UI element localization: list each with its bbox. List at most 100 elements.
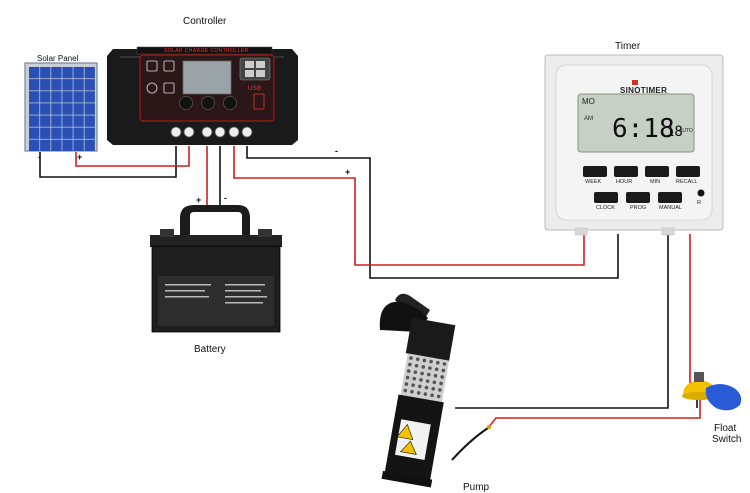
solar-cell [51,91,62,103]
timer-button-hour [614,166,638,177]
timer-button-min [645,166,669,177]
solar-cell [62,79,73,91]
pump-hole [411,383,415,388]
solar-cell [40,139,51,151]
controller-button-3 [223,96,237,110]
controller-indicator-icons [146,60,175,94]
solar-cell [84,79,95,91]
solar-cell [40,91,51,103]
float-switch-label-line1: Float [714,423,737,434]
solar-cell [29,115,40,127]
timer-button-manual-label: MANUAL [659,205,682,211]
solar-cell [84,127,95,139]
pump-intake-screen [400,353,450,403]
solar-cell [29,139,40,151]
wire-float-to-pump [487,397,701,429]
solar-cell [73,67,84,79]
solar-cell [51,127,62,139]
controller-button-1 [179,96,193,110]
battery-label-lines [165,284,267,304]
solar-cell [51,103,62,115]
timer-reset-button [697,189,705,197]
timer-reset-label: R [697,200,701,206]
pump-hole [413,370,418,375]
pump-hole [414,363,419,368]
pump-hole [440,375,444,379]
pump-hole [434,367,439,372]
controller-button-2 [201,96,215,110]
timer-button-prog-label: PROG [630,205,647,211]
pump-hole [419,378,423,382]
solar-cell [84,115,95,127]
timer-button-manual [658,192,682,203]
wire-load-negative [246,146,619,279]
timer-button-week [583,166,607,177]
usb-ports [239,57,271,81]
timer-button-prog [626,192,650,203]
solar-cell [40,79,51,91]
solar-cell [62,103,73,115]
pump-hole [431,386,435,391]
solar-cell [73,115,84,127]
controller-usb-text: USB [248,86,262,92]
pump-hole [430,393,434,398]
pump-hole [436,394,441,399]
wire-panel-negative [39,146,177,178]
timer-button-min-label: MIN [650,179,661,185]
timer-button-recall-label: RECALL [676,179,698,185]
solar-panel-positive-sign: + [77,152,83,162]
pump-hole [432,380,437,385]
timer-day: MO [582,97,595,106]
pump-hole [422,358,427,363]
pump-hole [435,360,440,365]
battery-negative-sign: - [224,193,227,203]
controller-terminals [170,126,253,138]
solar-cell [62,91,73,103]
pump-hole [426,372,431,377]
solar-cell [62,127,73,139]
pump-hole [442,362,447,366]
timer-lcd [577,93,695,153]
solar-cell [29,79,40,91]
pump-hole [421,365,426,369]
timer-period: AM [584,116,593,122]
submersible-pump [379,293,492,488]
solar-cell [84,67,95,79]
pump-hole [406,369,411,373]
solar-cell [51,115,62,127]
controller-lcd [182,60,232,95]
pump-hole [418,384,422,389]
solar-cell [40,103,51,115]
charge-controller [107,46,298,145]
timer-device [544,54,724,236]
solar-cell [40,127,51,139]
pump-hole [428,366,432,370]
solar-panel-label: Solar Panel [37,54,79,63]
pump-hole [424,385,429,390]
pump-hole [433,373,438,378]
timer-button-hour-label: HOUR [616,179,633,185]
pump-hole [415,357,420,362]
battery-indicator-icon [253,93,265,110]
solar-cell [73,103,84,115]
pump-hole [439,381,443,386]
solar-cell [29,91,40,103]
controller-header: SOLAR CHARGE CONTROLLER [164,48,249,54]
solar-cell [84,139,95,151]
timer-led [632,80,638,85]
solar-cell [29,67,40,79]
pump-hole [404,382,409,386]
solar-cell [73,139,84,151]
solar-panel-negative-sign: - [38,152,41,162]
timer-button-clock [594,192,618,203]
pump-intake-holes [403,356,447,399]
pump-hole [423,392,428,396]
wires [39,146,701,429]
timer-button-recall [676,166,700,177]
solar-cell [51,67,62,79]
solar-panel [24,62,98,152]
solar-cell [62,115,73,127]
controller-label: Controller [183,16,227,27]
pump-hole [429,359,433,364]
timer-label: Timer [615,41,641,52]
